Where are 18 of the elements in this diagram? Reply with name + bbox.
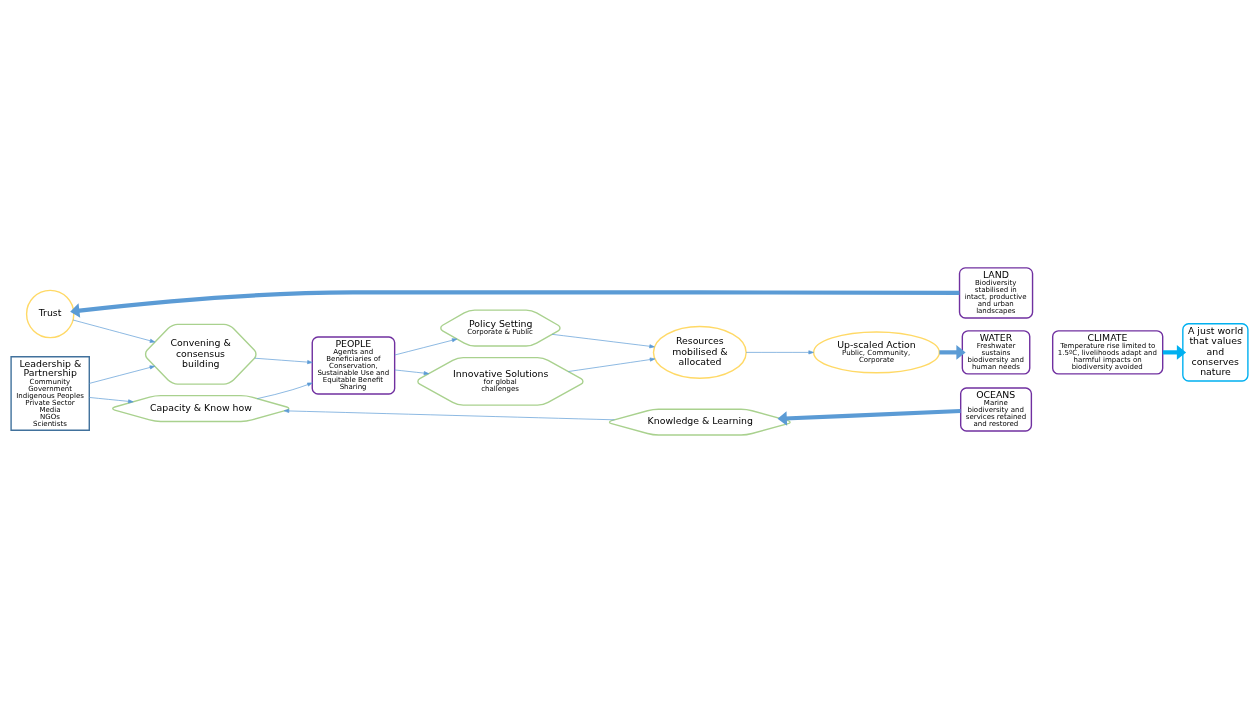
arrow <box>939 344 966 360</box>
arrow <box>551 333 655 348</box>
arrow <box>394 337 458 355</box>
arrow <box>568 357 656 372</box>
node-ellipse: Convening & consensus building <box>144 323 257 385</box>
arrow <box>777 408 961 426</box>
node-box: A just world that values and conserves nature <box>1182 322 1249 382</box>
arrow <box>89 365 156 384</box>
arrow <box>70 289 960 318</box>
node-circle: Trust <box>25 289 75 338</box>
arrow <box>283 408 615 420</box>
arrow <box>394 369 430 375</box>
arrow <box>72 319 156 343</box>
arrow <box>254 357 313 364</box>
arrow <box>256 382 313 399</box>
arrow <box>89 396 134 403</box>
node-ellipse: Resources mobilised & allocated <box>652 325 747 379</box>
arrow <box>745 349 814 354</box>
